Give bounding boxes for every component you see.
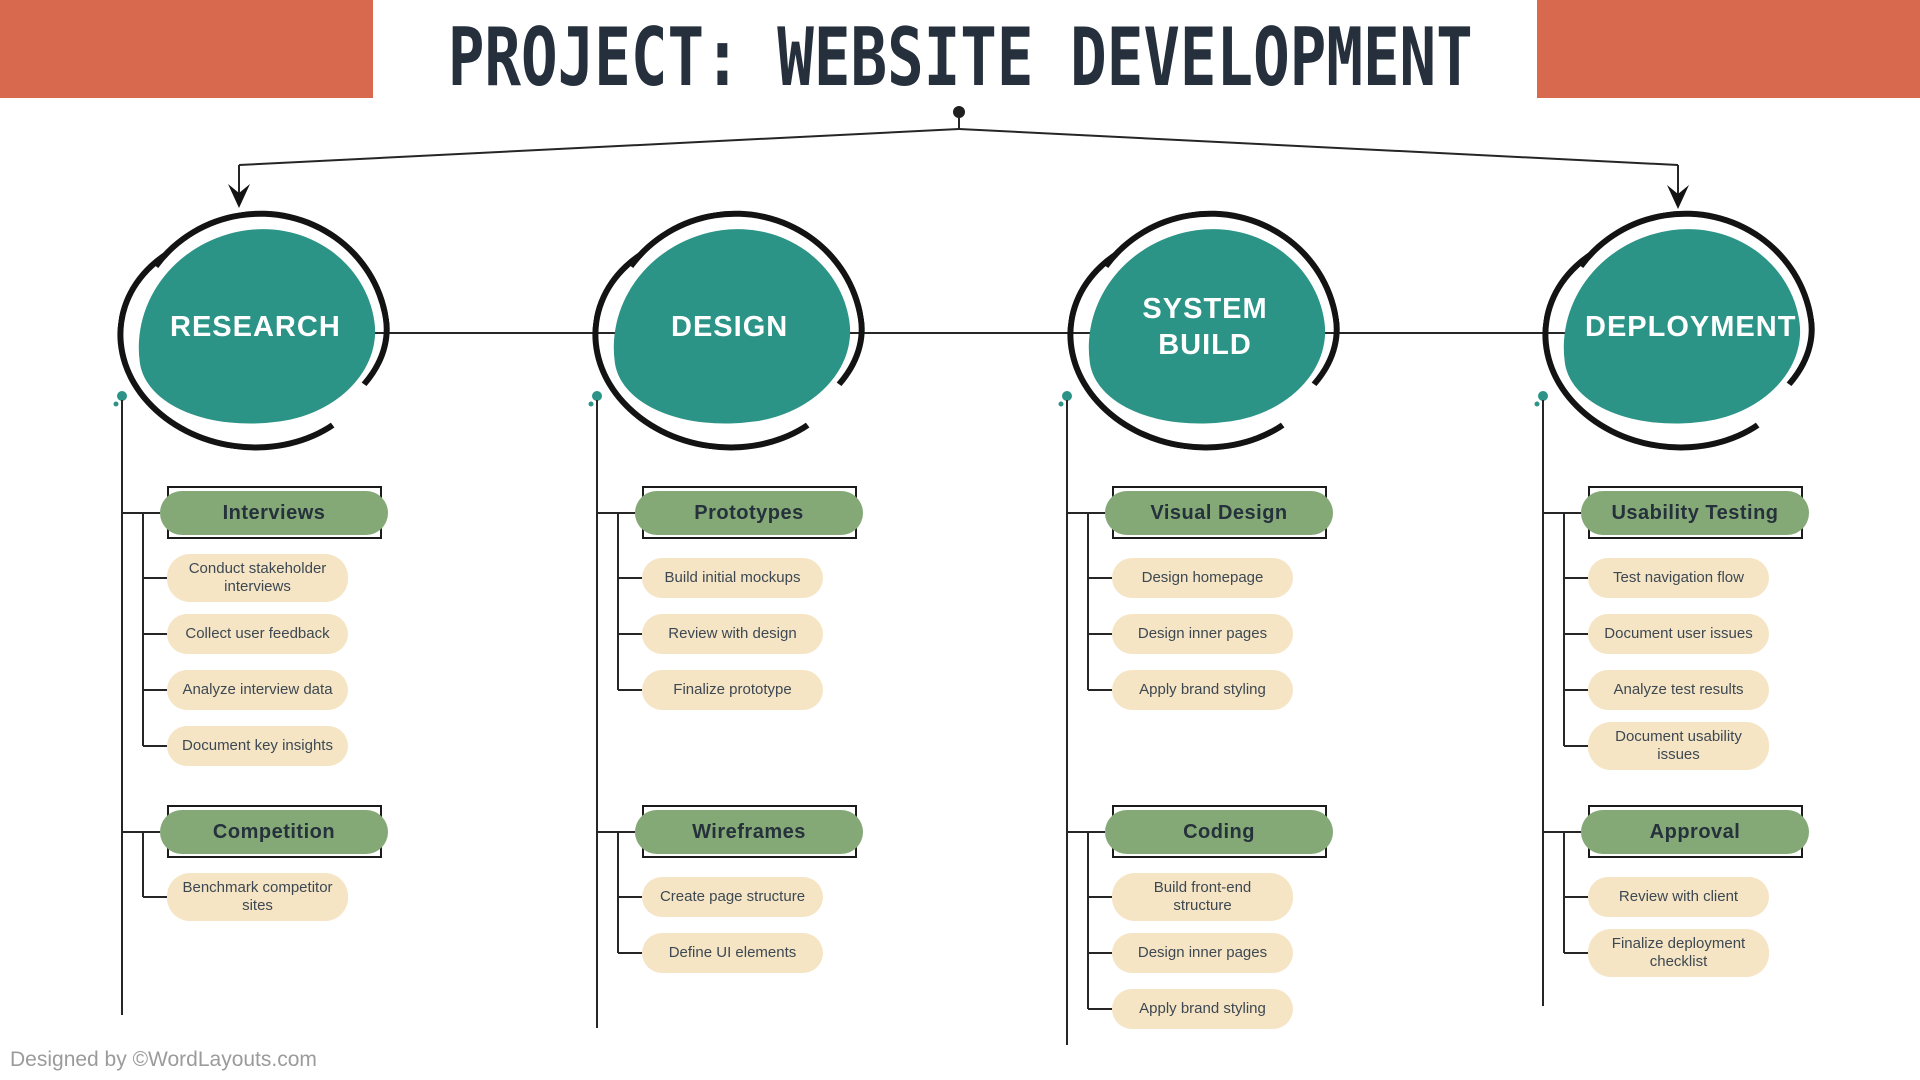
column-dot (1062, 391, 1072, 401)
group-header: Visual Design (1105, 491, 1333, 535)
column-dot-small (1534, 401, 1540, 407)
task-item: Analyze test results (1588, 670, 1769, 710)
task-item: Collect user feedback (167, 614, 348, 654)
task-item: Document usability issues (1588, 722, 1769, 770)
root-dot (953, 106, 965, 118)
title-container: PROJECT: WEBSITE DEVELOPMENT (0, 18, 1920, 98)
task-item: Build initial mockups (642, 558, 823, 598)
group-header: Interviews (160, 491, 388, 535)
task-item: Document user issues (1588, 614, 1769, 654)
page-title: PROJECT: WEBSITE DEVELOPMENT (447, 11, 1473, 104)
stage-blob: RESEARCH (123, 214, 387, 440)
task-item: Apply brand styling (1112, 670, 1293, 710)
task-item: Apply brand styling (1112, 989, 1293, 1029)
column-dot-small (113, 401, 119, 407)
branch-line-left (238, 128, 960, 166)
task-item: Analyze interview data (167, 670, 348, 710)
task-item: Build front-end structure (1112, 873, 1293, 921)
task-item: Design inner pages (1112, 614, 1293, 654)
arrow-down-icon (228, 184, 250, 208)
group-header: Approval (1581, 810, 1809, 854)
task-item: Review with design (642, 614, 823, 654)
stage-node-research: RESEARCH (123, 214, 387, 440)
task-item: Finalize deployment checklist (1588, 929, 1769, 977)
group-header: Competition (160, 810, 388, 854)
stage-label: RESEARCH (169, 310, 341, 343)
stage-blob: SYSTEM BUILD (1073, 214, 1337, 440)
stage-node-design: DESIGN (598, 214, 862, 440)
task-item: Conduct stakeholder interviews (167, 554, 348, 602)
branch-line-right (958, 128, 1679, 166)
stage-label: DESIGN (671, 310, 789, 343)
group-header: Coding (1105, 810, 1333, 854)
column-dot-small (1058, 401, 1064, 407)
stage-node-deployment: DEPLOYMENT (1548, 214, 1812, 440)
column-dot (117, 391, 127, 401)
task-item: Design homepage (1112, 558, 1293, 598)
column-dot (1538, 391, 1548, 401)
task-item: Document key insights (167, 726, 348, 766)
stage-node-system-build: SYSTEM BUILD (1073, 214, 1337, 440)
task-item: Finalize prototype (642, 670, 823, 710)
task-item: Define UI elements (642, 933, 823, 973)
header-bar-right (1537, 0, 1920, 98)
group-header: Prototypes (635, 491, 863, 535)
task-item: Review with client (1588, 877, 1769, 917)
stage-label: DEPLOYMENT (1585, 310, 1797, 343)
stage-label: SYSTEM BUILD (1142, 292, 1268, 361)
column-dot (592, 391, 602, 401)
task-item: Create page structure (642, 877, 823, 917)
group-header: Usability Testing (1581, 491, 1809, 535)
task-item: Test navigation flow (1588, 558, 1769, 598)
arrow-down-icon (1667, 185, 1689, 209)
column-dot-small (588, 401, 594, 407)
credit-text: Designed by ©WordLayouts.com (10, 1048, 317, 1071)
stage-blob: DEPLOYMENT (1548, 214, 1812, 440)
group-header: Wireframes (635, 810, 863, 854)
header-bar-left (0, 0, 373, 98)
stage-blob: DESIGN (598, 214, 862, 440)
task-item: Design inner pages (1112, 933, 1293, 973)
task-item: Benchmark competitor sites (167, 873, 348, 921)
